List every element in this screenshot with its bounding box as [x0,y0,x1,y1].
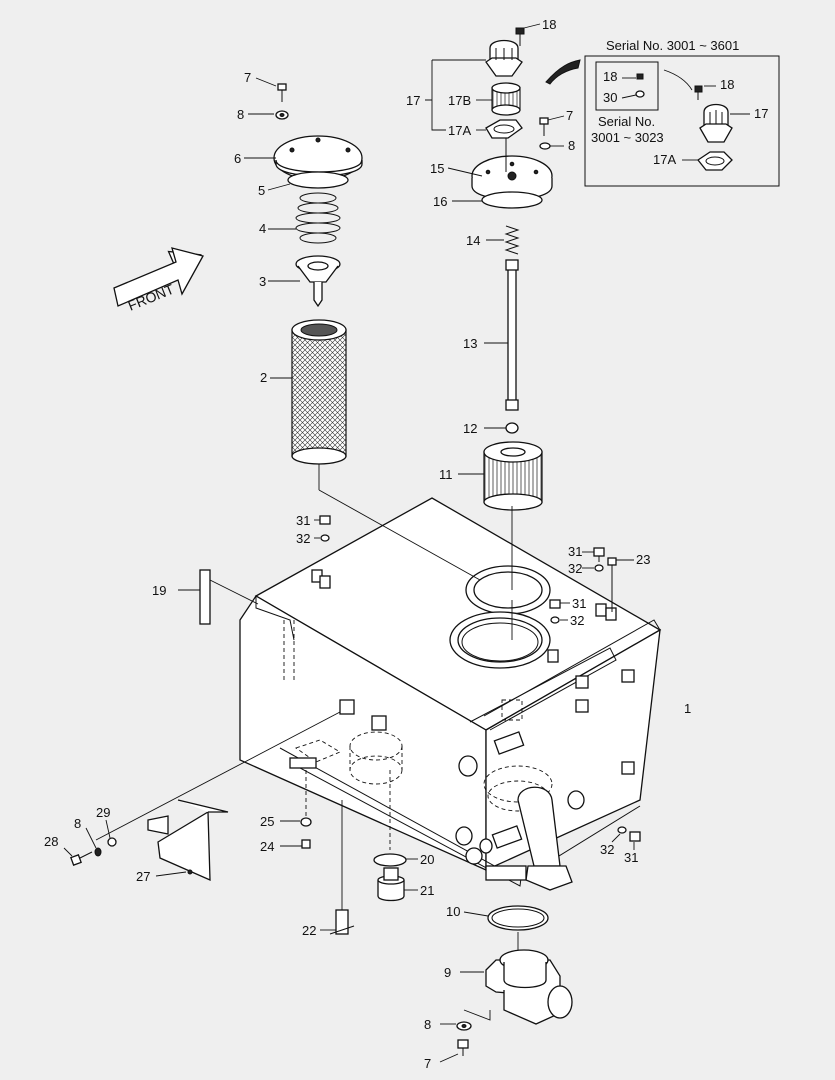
gasket-16 [452,191,543,209]
callout-32-right: 32 [568,561,582,576]
callout-17: 17 [406,93,420,108]
gasket-17a [476,119,523,139]
callout-10: 10 [446,904,460,919]
callout-17a: 17A [448,123,471,138]
callout-7-center: 7 [566,108,573,123]
plate-27 [95,711,341,882]
callout-9: 9 [444,965,451,980]
callout-3: 3 [259,274,266,289]
suction-elbow-9 [460,932,573,1025]
breather-element-17b [476,82,521,116]
callout-11: 11 [439,467,453,482]
callout-5: 5 [258,183,265,198]
callout-25: 25 [260,814,274,829]
callout-labels: 7 8 6 5 4 3 2 18 17 17B 17A 7 8 15 16 14… [44,17,691,1071]
callout-29: 29 [96,805,110,820]
inset-serial-line1: Serial No. [598,114,655,129]
spring-4 [268,192,341,244]
callout-8-plate: 8 [74,816,81,831]
callout-1: 1 [684,701,691,716]
inset-serial-variant: Serial No. 3001 ~ 3601 18 30 Serial No. … [545,38,780,187]
o-ring-10 [463,905,549,931]
callout-23: 23 [636,552,650,567]
bolt-7-left [255,77,287,102]
callout-14: 14 [466,233,480,248]
inset-sub-30: 30 [603,90,617,105]
inset-callout-17a: 17A [653,152,676,167]
inset-callout-18: 18 [720,77,734,92]
callout-24: 24 [260,839,274,854]
nut-12 [484,422,519,434]
callout-31-left: 31 [296,513,310,528]
callout-31-mid: 31 [572,596,586,611]
bracket-19 [178,569,259,625]
callout-28: 28 [44,834,58,849]
fasteners-plate [63,819,117,866]
washer-8-left [248,110,289,120]
callout-32-mid: 32 [570,613,584,628]
bolt-18 [515,23,541,46]
callout-31-right: 31 [568,544,582,559]
spring-14 [486,225,520,255]
callout-13: 13 [463,336,477,351]
inset-callout-17: 17 [754,106,768,121]
plug-20-21 [373,770,418,902]
cover-15 [447,138,553,201]
callout-32-low: 32 [600,842,614,857]
callout-22: 22 [302,923,316,938]
inset-title: Serial No. 3001 ~ 3601 [606,38,739,53]
bolt-7-center [539,115,565,136]
hydraulic-tank [239,497,662,891]
callout-8-center: 8 [568,138,575,153]
washer-8-center [539,142,564,150]
filter-element-11 [458,441,543,590]
rod-13 [484,259,519,411]
callout-15: 15 [430,161,444,176]
valve-3 [268,255,341,308]
inset-sub-18: 18 [603,69,617,84]
front-arrow: FRONT [113,247,204,314]
callout-8-left: 8 [237,107,244,122]
callout-19: 19 [152,583,166,598]
fasteners-25-24 [280,770,312,849]
cover-6 [244,135,363,181]
inset-serial-line2: 3001 ~ 3023 [591,130,664,145]
drain-valve-22 [320,800,355,935]
callout-7-left: 7 [244,70,251,85]
callout-16: 16 [433,194,447,209]
callout-31-low: 31 [624,850,638,865]
callout-20: 20 [420,852,434,867]
callout-21: 21 [420,883,434,898]
callout-6: 6 [234,151,241,166]
callout-8-bottom: 8 [424,1017,431,1032]
callout-4: 4 [259,221,266,236]
callout-2: 2 [260,370,267,385]
callout-27: 27 [136,869,150,884]
fasteners-right [314,515,641,850]
callout-17b: 17B [448,93,471,108]
callout-7-bottom: 7 [424,1056,431,1071]
callout-12: 12 [463,421,477,436]
gasket-5 [267,171,349,191]
callout-32-left: 32 [296,531,310,546]
filter-element-2 [270,319,481,581]
callout-17-bracket [425,60,446,131]
breather-cap-17 [432,39,523,77]
callout-18: 18 [542,17,556,32]
fasteners-bottom [439,1021,472,1063]
